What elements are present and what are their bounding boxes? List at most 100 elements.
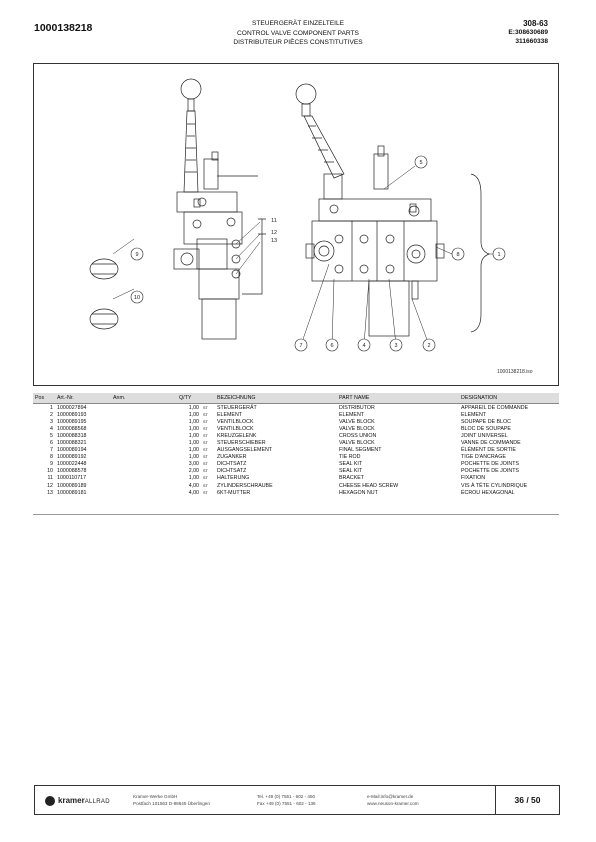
cell-art-nr: 1000022448 (57, 461, 87, 468)
phone-number: Tel. +49 (0) 7551 - 602 - 450 (257, 794, 316, 799)
cell-anm (111, 475, 177, 482)
cell-unit: ST (203, 405, 208, 410)
cell-designation: ELEMENT (461, 411, 487, 418)
contact-online: e-Mail:info@kramer.de www.neuson-kramer.… (367, 794, 419, 807)
cell-part-name: DISTRIBUTOR (339, 404, 375, 411)
cell-qty: 1,00 (188, 404, 199, 411)
seal-kits (89, 258, 119, 330)
cell-pos: 13 (47, 489, 53, 496)
cell-art-nr: 1000089195 (57, 418, 87, 425)
ref-number: 311660338 (515, 38, 548, 45)
cell-anm (111, 447, 177, 454)
cell-anm (111, 425, 177, 432)
cell-anm (111, 432, 177, 439)
cell-unit: ST (203, 441, 208, 446)
cell-anm (111, 489, 177, 496)
cell-art-nr: 1000089194 (57, 447, 87, 454)
title-english: CONTROL VALVE COMPONENT PARTS (237, 29, 359, 37)
title-french: DISTRIBUTEUR PIÈCES CONSTITUTIVES (233, 39, 363, 46)
cell-unit: ST (203, 426, 208, 431)
cell-part-name: BRACKET (339, 475, 365, 482)
callout-10: 10 (134, 295, 140, 301)
cell-pos: 11 (47, 475, 54, 482)
cell-qty: 1,00 (188, 475, 199, 482)
callout-5: 5 (419, 160, 422, 166)
cell-anm (111, 482, 177, 489)
front-view (295, 83, 445, 337)
cell-unit: ST (203, 433, 208, 438)
cell-art-nr: 1000088321 (57, 440, 87, 447)
cell-unit: ST (203, 490, 208, 495)
logo-mark-icon (45, 796, 55, 806)
cell-part-name: CROSS UNION (339, 432, 377, 439)
cell-bezeichnung: ELEMENT (217, 411, 243, 418)
brand-name: kramer (58, 796, 85, 806)
document-number: 1000138218 (34, 22, 93, 34)
cell-bezeichnung: DICHTSATZ (217, 461, 247, 468)
cell-designation: ÉLÉMENT DE SORTIE (461, 447, 516, 454)
cell-unit: ST (203, 448, 208, 453)
cell-qty: 1,00 (188, 411, 199, 418)
cell-unit: ST (203, 469, 208, 474)
cell-pos: 5 (50, 432, 53, 439)
side-view (173, 78, 266, 340)
cell-part-name: SEAL KIT (339, 468, 363, 475)
ref-group: 308-63 (523, 19, 548, 28)
col-designation: DESIGNATION (459, 393, 559, 404)
callout-6: 6 (330, 343, 333, 349)
image-reference: 1000138218.iso (497, 369, 533, 375)
kramer-logo: kramerALLRAD (45, 796, 110, 806)
company-address: Kramer-Werke GmbH Postfach 101563 D-8864… (133, 794, 210, 807)
cell-art-nr: 1000089192 (57, 454, 87, 461)
cell-part-name: CHEESE HEAD SCREW (339, 482, 399, 489)
brand-suffix: ALLRAD (84, 799, 110, 806)
cell-part-name: FINAL SEGMENT (339, 447, 382, 454)
callout-2: 2 (427, 343, 430, 349)
cell-art-nr: 1000089193 (57, 411, 87, 418)
col-part-name: PART NAME (337, 393, 459, 404)
cell-art-nr: 1000088568 (57, 425, 87, 432)
cell-qty: 1,00 (188, 454, 199, 461)
callout-11: 11 (271, 218, 277, 224)
cell-art-nr: 1000088578 (57, 468, 87, 475)
col-bezeichnung: BEZEICHNUNG (215, 393, 337, 404)
cell-pos: 7 (50, 447, 53, 454)
cell-part-name: ELEMENT (339, 411, 365, 418)
cell-art-nr: 1000110717 (57, 475, 87, 482)
cell-qty: 4,00 (188, 482, 199, 489)
cell-anm (111, 454, 177, 461)
cell-pos: 2 (50, 411, 53, 418)
col-anm: Anm. (111, 393, 177, 404)
col-unit (201, 393, 215, 404)
cell-part-name: SEAL KIT (339, 461, 363, 468)
cell-designation: SOUPAPE DE BLOC (461, 418, 511, 425)
col-qty: Q/TY (177, 393, 201, 404)
cell-designation: VIS À TÊTE CYLINDRIQUE (461, 482, 528, 489)
cell-designation: POCHETTE DE JOINTS (461, 468, 519, 475)
contact-phone: Tel. +49 (0) 7551 - 602 - 450 Fax +49 (0… (257, 794, 316, 807)
cell-qty: 1,00 (188, 432, 199, 439)
cell-anm (111, 468, 177, 475)
cell-anm (111, 439, 177, 446)
cell-art-nr: 1000027894 (57, 404, 87, 411)
cell-bezeichnung: DICHTSATZ (217, 468, 247, 475)
cell-pos: 1 (50, 404, 53, 411)
cell-art-nr: 1000089181 (57, 489, 87, 496)
cell-qty: 1,00 (188, 440, 199, 447)
cell-bezeichnung: 6KT-MUTTER (217, 489, 251, 496)
page-footer: kramerALLRAD Kramer-Werke GmbH Postfach … (34, 785, 560, 815)
cell-anm (111, 411, 177, 418)
cell-unit: ST (203, 412, 208, 417)
cell-bezeichnung: HALTERUNG (217, 475, 250, 482)
callout-12: 12 (271, 230, 277, 236)
callout-1: 1 (497, 252, 500, 258)
